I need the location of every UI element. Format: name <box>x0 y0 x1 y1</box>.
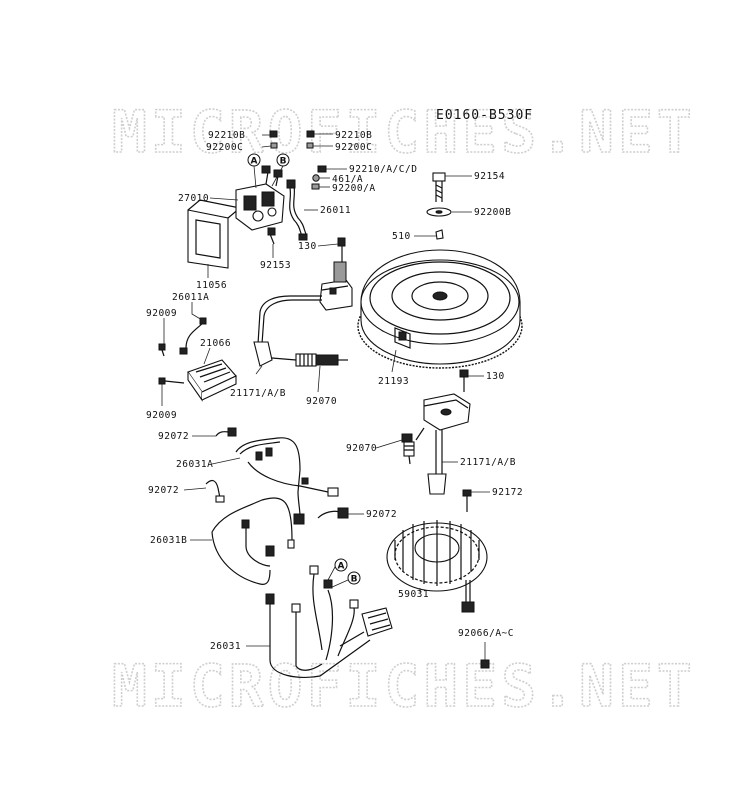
label-130-mid: 130 <box>486 371 505 382</box>
ignition-coil[interactable] <box>253 237 353 367</box>
label-92154: 92154 <box>474 171 505 182</box>
stator-59031[interactable] <box>386 520 488 613</box>
label-92066: 92066/A~C <box>458 628 514 639</box>
label-26031A: 26031A <box>176 459 213 470</box>
harness-26031[interactable] <box>265 565 393 679</box>
terminal-92072-c[interactable] <box>317 507 349 519</box>
regulator-21066[interactable] <box>179 317 237 402</box>
watermark-bottom: MICROFICHES.NET <box>112 652 696 720</box>
bolt-130-mid[interactable] <box>459 369 469 392</box>
label-92210B-left: 92210B <box>208 130 245 141</box>
label-27010: 27010 <box>178 193 209 204</box>
ignition-coil-right[interactable] <box>415 393 471 495</box>
spark-plug-left[interactable] <box>271 353 348 367</box>
label-92072-a: 92072 <box>158 431 189 442</box>
diagram-code: E0160-B530F <box>436 108 533 123</box>
terminal-92072-b[interactable] <box>205 479 225 503</box>
washer-92200B[interactable] <box>426 207 452 217</box>
lead-26011[interactable] <box>286 179 308 241</box>
nuts-92210[interactable] <box>269 130 327 190</box>
label-11056: 11056 <box>196 280 227 291</box>
label-92070-right: 92070 <box>346 443 377 454</box>
label-92153: 92153 <box>260 260 291 271</box>
bolt-92009-bottom[interactable] <box>158 377 185 385</box>
label-21066: 21066 <box>200 338 231 349</box>
label-92200C-left: 92200C <box>206 142 243 153</box>
label-92072-b: 92072 <box>148 485 179 496</box>
callout-a-bottom: A <box>334 558 348 572</box>
solenoid-assembly[interactable] <box>187 165 285 269</box>
label-26011: 26011 <box>320 205 351 216</box>
harness-26031B[interactable] <box>211 497 295 585</box>
callout-b-bottom: B <box>347 571 361 585</box>
label-26031B: 26031B <box>150 535 187 546</box>
label-92200A: 92200/A <box>332 183 376 194</box>
bolt-92009-top[interactable] <box>158 343 166 357</box>
label-92200B: 92200B <box>474 207 511 218</box>
terminal-92072-a[interactable] <box>215 427 237 437</box>
label-92210ACD: 92210/A/C/D <box>349 164 417 175</box>
label-26011A: 26011A <box>172 292 209 303</box>
label-21193: 21193 <box>378 376 409 387</box>
callout-b-top: B <box>276 153 290 167</box>
svg-text:B: B <box>280 157 287 167</box>
label-92210B-right: 92210B <box>335 130 372 141</box>
label-461A: 461/A <box>332 174 363 185</box>
label-26031: 26031 <box>210 641 241 652</box>
harness-26031A[interactable] <box>235 437 339 525</box>
label-21171AB-left: 21171/A/B <box>230 388 286 399</box>
label-92200C-right: 92200C <box>335 142 372 153</box>
label-92072-c: 92072 <box>366 509 397 520</box>
label-92172: 92172 <box>492 487 523 498</box>
label-92070-left: 92070 <box>306 396 337 407</box>
callout-a-top: A <box>247 153 261 167</box>
label-510: 510 <box>392 231 411 242</box>
bolt-92172[interactable] <box>462 489 472 512</box>
part-labels: 92210B 92200C 92210B 92200C 92210/A/C/D … <box>146 130 523 652</box>
label-130-top: 130 <box>298 241 317 252</box>
label-21171AB-right: 21171/A/B <box>460 457 516 468</box>
flywheel-21193[interactable] <box>357 249 523 369</box>
label-92009-top: 92009 <box>146 308 177 319</box>
spark-plug-right[interactable] <box>401 433 415 465</box>
svg-text:B: B <box>351 575 358 585</box>
svg-text:A: A <box>338 562 345 572</box>
bolt-92154[interactable] <box>432 172 446 202</box>
key-510[interactable] <box>435 229 444 240</box>
label-59031: 59031 <box>398 589 429 600</box>
label-92009-bottom: 92009 <box>146 410 177 421</box>
leader-lines <box>161 133 490 660</box>
svg-text:A: A <box>251 157 258 167</box>
watermark-top: MICROFICHES.NET <box>112 98 696 166</box>
clip-92066[interactable] <box>480 659 490 669</box>
